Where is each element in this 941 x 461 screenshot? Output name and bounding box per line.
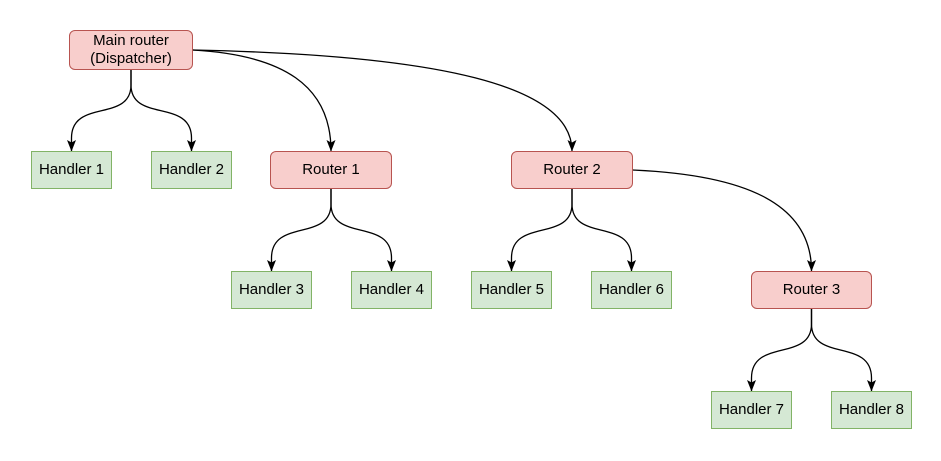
node-label: Router 3 — [782, 281, 841, 298]
node-handler-1: Handler 1 — [31, 151, 112, 189]
node-handler-5: Handler 5 — [471, 271, 552, 309]
edge-router-1-to-handler-3 — [267, 189, 332, 272]
node-handler-8: Handler 8 — [831, 391, 912, 429]
edge-router-2-to-handler-5 — [507, 189, 573, 272]
node-handler-7: Handler 7 — [711, 391, 792, 429]
node-handler-4: Handler 4 — [351, 271, 432, 309]
node-handler-2: Handler 2 — [151, 151, 232, 189]
edge-router-2-to-router-3 — [632, 169, 816, 272]
node-label: Router 2 — [543, 161, 601, 178]
edge-main-router-to-router-1 — [192, 49, 336, 152]
node-label: Handler 5 — [478, 281, 545, 298]
node-label: Handler 1 — [38, 161, 105, 178]
node-label: Handler 4 — [358, 281, 425, 298]
node-label: Handler 6 — [598, 281, 665, 298]
node-handler-6: Handler 6 — [591, 271, 672, 309]
node-main-router: Main router (Dispatcher) — [69, 30, 193, 70]
edge-main-router-to-router-2 — [192, 49, 577, 152]
node-label: Handler 8 — [838, 401, 905, 418]
node-handler-3: Handler 3 — [231, 271, 312, 309]
node-label: Handler 7 — [718, 401, 785, 418]
edge-main-router-to-handler-2 — [130, 70, 196, 152]
node-label: Handler 2 — [158, 161, 225, 178]
edge-router-3-to-handler-7 — [747, 309, 813, 392]
edge-main-router-to-handler-1 — [67, 70, 132, 152]
node-label: Main router (Dispatcher) — [90, 32, 172, 67]
node-label: Router 1 — [302, 161, 360, 178]
node-router-1: Router 1 — [270, 151, 392, 189]
edge-router-3-to-handler-8 — [810, 309, 876, 392]
node-router-3: Router 3 — [751, 271, 872, 309]
edge-router-2-to-handler-6 — [571, 189, 636, 272]
edge-router-1-to-handler-4 — [330, 189, 396, 272]
node-router-2: Router 2 — [511, 151, 633, 189]
node-label: Handler 3 — [238, 281, 305, 298]
